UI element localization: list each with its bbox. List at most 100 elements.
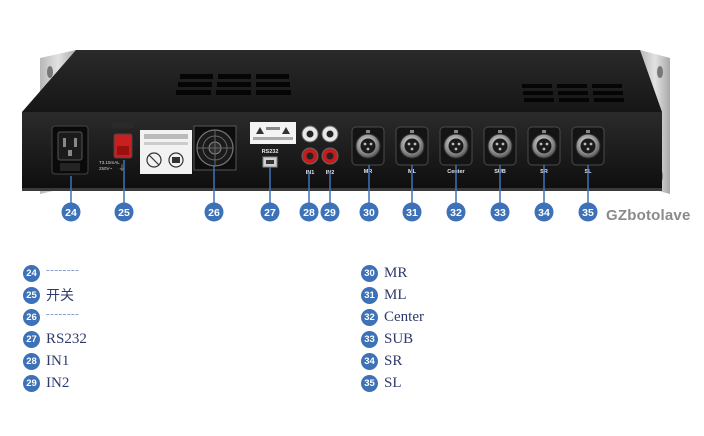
legend-number-badge: 33: [361, 330, 378, 348]
callout-33: 33: [490, 165, 510, 222]
callout-number: 28: [303, 207, 315, 219]
legend-number-badge: 24: [23, 264, 40, 282]
xlr-connector-sr: SR: [527, 126, 561, 175]
legend-number-badge: 26: [23, 308, 40, 326]
legend-number-badge: 25: [23, 286, 40, 304]
xlr-connector-sl: SL: [571, 126, 605, 175]
callout-32: 32: [446, 165, 466, 222]
rs232-port: [262, 156, 278, 168]
callout-31: 31: [402, 165, 422, 222]
legend-item: 33 SUB: [361, 328, 424, 350]
legend-number-badge: 35: [361, 374, 378, 392]
ground-symbol: ⏚: [119, 164, 126, 172]
callout-badge: [61, 202, 81, 222]
warning-label: [140, 130, 192, 174]
callout-26: 26: [204, 166, 224, 222]
legend-number-badge: 32: [361, 308, 378, 326]
xlr-panel-label: MR: [364, 169, 373, 175]
callout-35: 35: [578, 165, 598, 222]
legend-label: SUB: [384, 330, 414, 347]
legend-label: Center: [384, 308, 424, 325]
callout-number: 32: [450, 207, 462, 219]
callout-number: 26: [208, 207, 220, 219]
callout-27: 27: [260, 167, 280, 222]
callout-number: 24: [65, 207, 77, 219]
xlr-connector-ml: ML: [395, 126, 429, 175]
legend-number-badge: 29: [23, 374, 40, 392]
callout-badge: [446, 202, 466, 222]
legend-number-badge: 27: [23, 330, 40, 348]
info-sticker: [250, 122, 296, 144]
legend-item: 24 --------: [23, 262, 87, 284]
legend-item: 27 RS232: [23, 328, 87, 350]
legend-label: SL: [384, 374, 402, 391]
legend-label: ML: [384, 286, 407, 303]
watermark-text: GZbotolave: [606, 207, 691, 224]
vent-grille-left: [176, 74, 291, 95]
callout-number: 34: [538, 207, 550, 219]
legend-item: 34 SR: [361, 350, 424, 372]
callout-number: 29: [324, 207, 336, 219]
callout-badge: [402, 202, 422, 222]
legend-label: IN1: [46, 352, 70, 369]
legend-left: 24 -------- 25 开关 26 -------- 27 RS232 2…: [23, 262, 87, 394]
callout-badge: [534, 202, 554, 222]
callout-badge: [260, 202, 280, 222]
xlr-connector-mr: MR: [351, 126, 385, 175]
legend-label: MR: [384, 264, 408, 281]
power-inlet: [51, 125, 89, 175]
vent-grille-right: [522, 84, 624, 102]
legend-label: RS232: [46, 330, 87, 347]
callout-badge: [299, 202, 319, 222]
legend-label: 开关: [46, 288, 74, 304]
callout-number: 27: [264, 207, 276, 219]
legend-right: 30 MR 31 ML 32 Center 33 SUB 34 SR 35 SL: [361, 262, 424, 394]
callout-badge: [114, 202, 134, 222]
callout-number: 35: [582, 207, 594, 219]
callout-number: 33: [494, 207, 506, 219]
legend-label: SR: [384, 352, 403, 369]
cooling-fan: [193, 125, 237, 171]
callout-number: 25: [118, 207, 130, 219]
legend-item: 32 Center: [361, 306, 424, 328]
callout-34: 34: [534, 165, 554, 222]
xlr-output-group: MR ML Center SUB SRSL: [351, 126, 605, 175]
rs232-panel-label: RS232: [262, 149, 279, 155]
legend-number-badge: 31: [361, 286, 378, 304]
callout-badge: [204, 202, 224, 222]
legend-number-badge: 30: [361, 264, 378, 282]
callout-28: 28: [299, 172, 319, 222]
rca-jack-in1: [301, 125, 319, 165]
fuse-rating-line-2: 250V~: [99, 166, 113, 171]
legend-item: 26 --------: [23, 306, 87, 328]
xlr-connector-center: Center: [439, 126, 473, 175]
callout-number: 30: [363, 207, 375, 219]
callout-badge: [490, 202, 510, 222]
chassis-top: [22, 50, 662, 112]
legend-number-badge: 28: [23, 352, 40, 370]
fuse-rating-label: T3.15mAL 250V~: [99, 160, 121, 171]
legend-label: --------: [46, 308, 80, 320]
legend-item: 30 MR: [361, 262, 424, 284]
callout-group: 24 25 26 27 28 29 30 31 32 33 34 35: [61, 160, 598, 222]
legend-label: IN2: [46, 374, 70, 391]
callout-25: 25: [114, 160, 134, 222]
power-switch: [112, 122, 134, 159]
rca-jack-in2: [321, 125, 339, 165]
callout-number: 31: [406, 207, 418, 219]
legend-number-badge: 34: [361, 352, 378, 370]
in1-panel-label: IN1: [306, 170, 315, 176]
legend-item: 28 IN1: [23, 350, 87, 372]
callout-29: 29: [320, 172, 340, 222]
legend-item: 25 开关: [23, 284, 87, 306]
callout-badge: [320, 202, 340, 222]
xlr-connector-sub: SUB: [483, 126, 517, 175]
callout-30: 30: [359, 165, 379, 222]
legend-item: 29 IN2: [23, 372, 87, 394]
callout-badge: [578, 202, 598, 222]
legend-item: 31 ML: [361, 284, 424, 306]
legend-label: --------: [46, 264, 80, 276]
callout-24: 24: [61, 176, 81, 222]
callout-badge: [359, 202, 379, 222]
